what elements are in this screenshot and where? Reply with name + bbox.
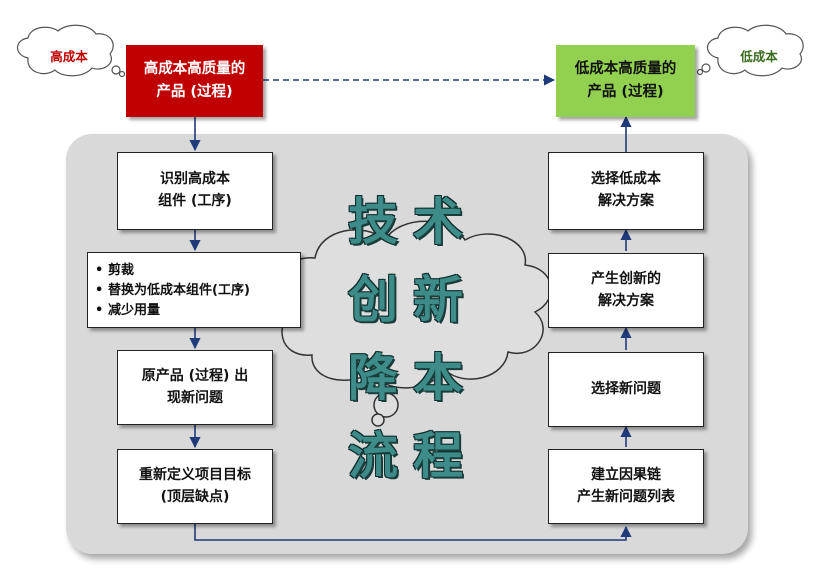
list-item: •剪裁	[95, 261, 294, 281]
title-char: 流	[348, 426, 398, 485]
low-cost-product-box: 低成本高质量的 产品 (过程)	[556, 45, 695, 117]
high-cost-product-box: 高成本高质量的 产品 (过程)	[126, 45, 263, 117]
title-char: 术	[413, 192, 463, 251]
list-item: •减少用量	[95, 301, 294, 321]
title-char: 本	[413, 348, 463, 407]
title-char: 新	[413, 270, 463, 329]
left-thought-cloud	[16, 24, 126, 78]
bullet-icon: •	[95, 263, 104, 278]
title-char: 程	[413, 426, 463, 485]
low-cost-solution-box: 选择低成本 解决方案	[548, 152, 704, 230]
trim-actions-list: •剪裁 •替换为低成本组件(工序) •减少用量	[87, 252, 301, 328]
bullet-icon: •	[95, 283, 104, 298]
center-cloud	[281, 220, 552, 427]
left-cloud-label: 高成本	[50, 49, 88, 64]
list-item: •替换为低成本组件(工序)	[95, 281, 294, 301]
bullet-icon: •	[95, 303, 104, 318]
innovative-solution-box: 产生创新的 解决方案	[548, 253, 704, 328]
redefine-goal-box: 重新定义项目目标 (顶层缺点)	[117, 449, 273, 524]
causal-chain-box: 建立因果链 产生新问题列表	[548, 449, 704, 524]
title-char: 技	[348, 192, 398, 251]
title-char: 降	[348, 348, 398, 407]
identify-high-cost-box: 识别高成本 组件 (工序)	[117, 152, 273, 230]
select-new-problem-box: 选择新问题	[548, 352, 704, 427]
right-thought-cloud	[696, 24, 804, 77]
right-cloud-label: 低成本	[740, 49, 778, 64]
new-problem-box: 原产品 (过程) 出 现新问题	[117, 350, 273, 425]
title-char: 创	[348, 270, 398, 329]
